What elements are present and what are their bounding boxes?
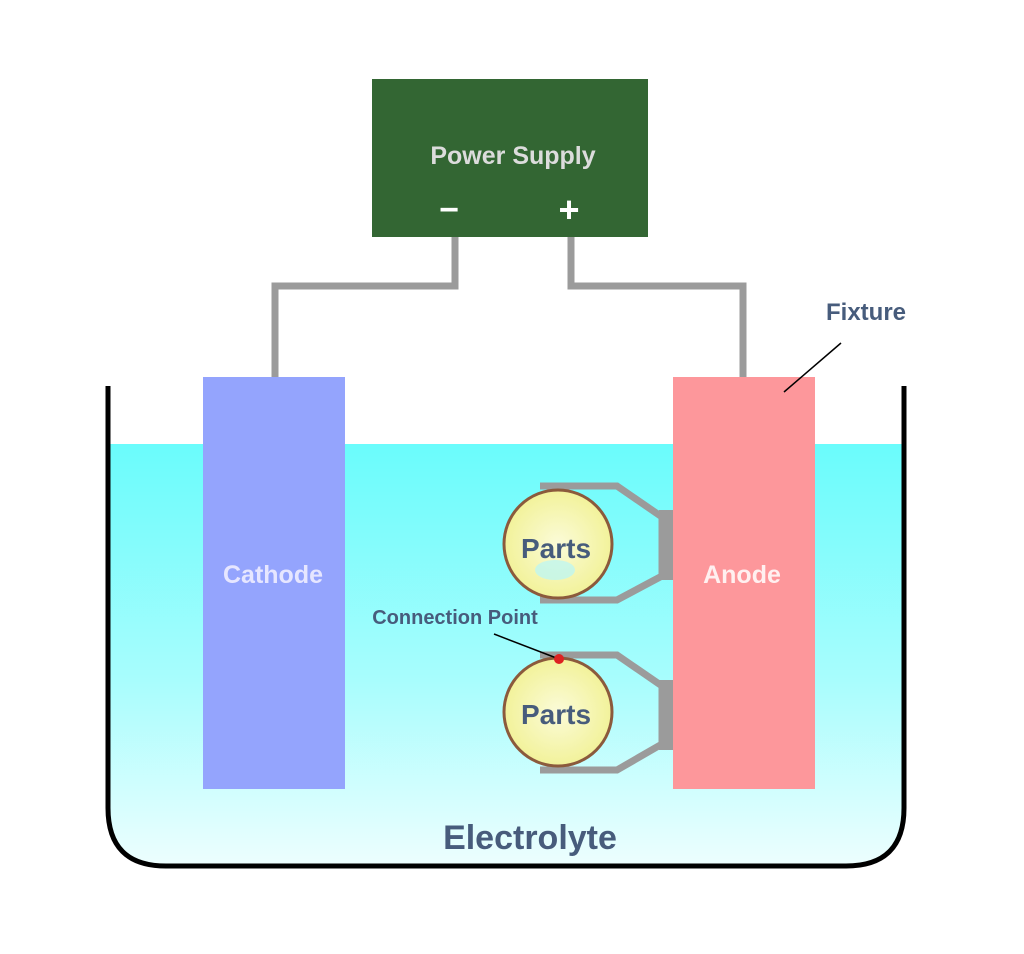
positive-terminal-symbol: + [558, 189, 579, 230]
part-lower-label: Parts [521, 699, 591, 730]
fixture-clamp-upper [659, 510, 673, 580]
negative-wire [271, 236, 459, 378]
cathode-label: Cathode [223, 561, 323, 589]
electrolyte-label: Electrolyte [443, 819, 617, 857]
part-upper-highlight [535, 560, 575, 580]
fixture-clamp-lower [659, 680, 673, 750]
connection-point-label: Connection Point [372, 607, 538, 629]
power-supply-label: Power Supply [430, 142, 595, 170]
anode-label: Anode [703, 561, 781, 589]
anode-electrode [673, 377, 815, 789]
positive-wire [567, 236, 747, 378]
fixture-leader [783, 342, 842, 393]
power-supply-box [372, 79, 648, 237]
tank-outline [105, 386, 907, 869]
connection-point-leader [493, 633, 560, 660]
fixture-label: Fixture [826, 299, 906, 326]
part-upper [502, 488, 614, 600]
negative-terminal-symbol: − [439, 191, 459, 229]
part-upper-label: Parts [521, 533, 591, 564]
connection-point-dot [554, 654, 564, 664]
cathode-electrode [203, 377, 345, 789]
